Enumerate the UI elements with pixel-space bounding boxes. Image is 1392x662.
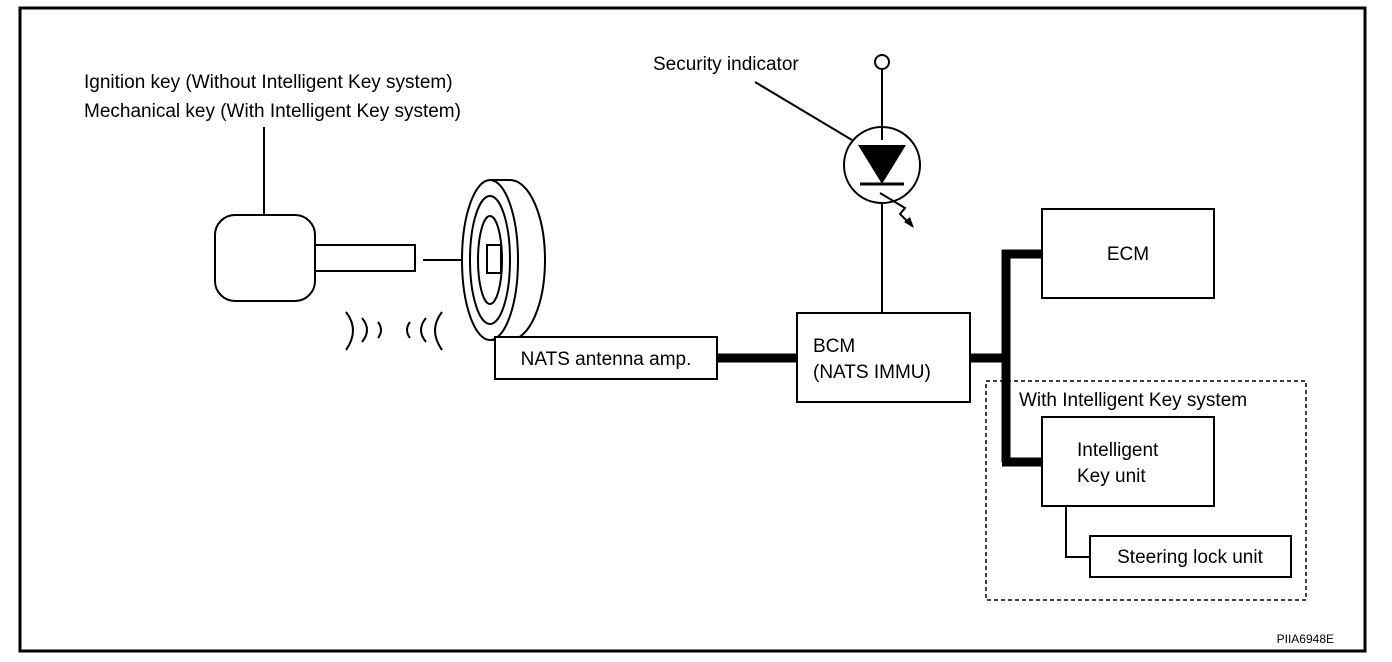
figure-id: PIIA6948E	[1277, 632, 1334, 646]
key-icon	[214, 214, 416, 302]
key-slot	[486, 244, 502, 274]
nats-antenna-amp-label: NATS antenna amp.	[521, 349, 692, 370]
security-indicator-label: Security indicator	[653, 54, 799, 75]
coil-ring-1	[469, 195, 511, 325]
radio-wave-icon	[345, 311, 443, 351]
key-head	[214, 214, 316, 302]
key-label-line1: Ignition key (Without Intelligent Key sy…	[84, 72, 453, 93]
communication-bus	[970, 249, 1042, 467]
steering-lock-unit-box	[1089, 535, 1292, 578]
intelligent-key-group	[985, 380, 1307, 601]
power-terminal-icon	[874, 54, 890, 70]
ikey-steering-wire	[1065, 506, 1090, 558]
nats-antenna-coil-icon	[461, 179, 546, 341]
bcm-box	[796, 312, 971, 403]
intelligent-key-unit-line2: Key unit	[1077, 466, 1146, 487]
intelligent-key-unit-box	[1041, 416, 1215, 507]
security-indicator-leader	[754, 81, 853, 141]
nats-antenna-amp-box	[494, 336, 718, 380]
intelligent-key-group-label: With Intelligent Key system	[1019, 390, 1247, 411]
ecm-label: ECM	[1107, 244, 1149, 265]
intelligent-key-unit-line1: Intelligent	[1077, 440, 1159, 461]
bcm-label-line2: (NATS IMMU)	[813, 362, 931, 383]
key-blade	[314, 244, 416, 272]
steering-lock-unit-label: Steering lock unit	[1117, 547, 1263, 568]
key-label-line2: Mechanical key (With Intelligent Key sys…	[84, 101, 461, 122]
bcm-label-line1: BCM	[813, 336, 855, 357]
ecm-box	[1041, 208, 1215, 299]
diagram-frame	[18, 6, 1367, 653]
